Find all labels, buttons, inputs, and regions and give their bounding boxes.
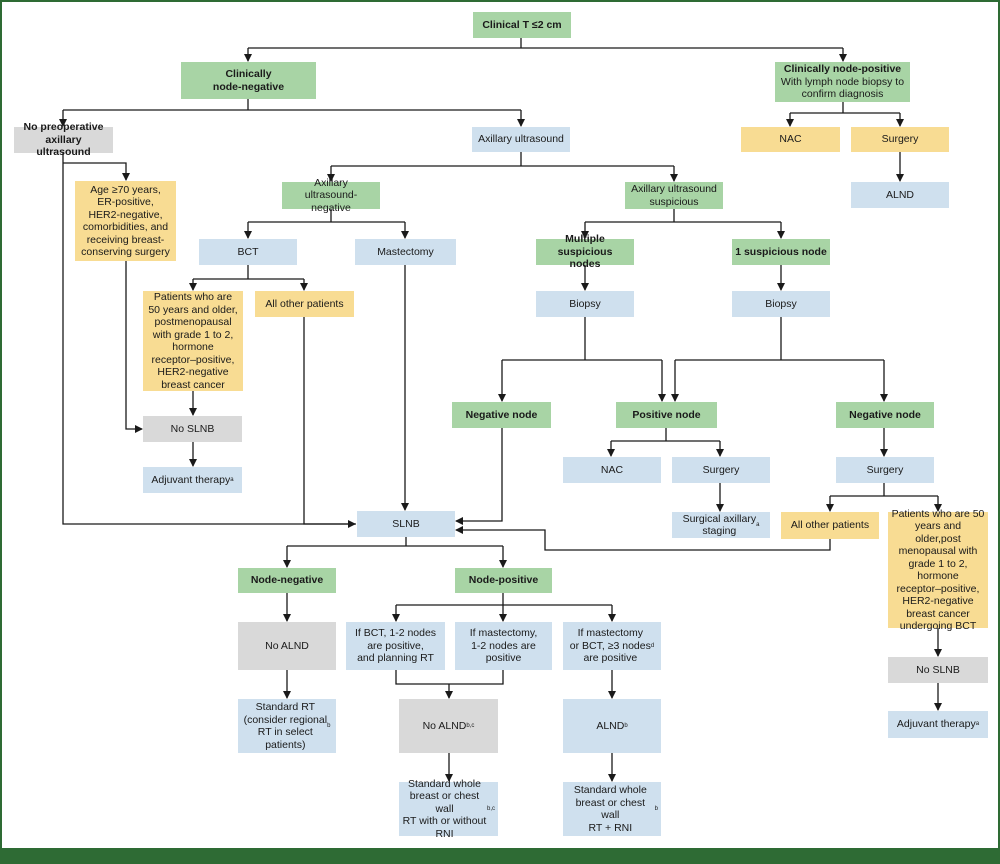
no-alnd-bc-sup: b,c <box>466 722 475 729</box>
adjuvant-therapy-right-sup: a <box>975 721 980 728</box>
no-alnd: No ALND <box>238 622 336 670</box>
patients-50-right: Patients who are 50 years and older,post… <box>888 508 988 632</box>
if-bct-1-2-nodes: If BCT, 1-2 nodes are positive, and plan… <box>346 622 445 670</box>
alnd-top: ALND <box>851 182 949 208</box>
if-mastectomy-1-2-nodes: If mastectomy, 1-2 nodes are positive <box>455 622 552 670</box>
clinically-node-positive: Clinically node-positive With lymph node… <box>775 62 910 102</box>
no-slnb-right: No SLNB <box>888 657 988 683</box>
biopsy-left: Biopsy <box>536 291 634 317</box>
clinically-node-positive-title: Clinically node-positive <box>783 63 902 76</box>
mastectomy-node: Mastectomy <box>355 239 456 265</box>
whole-breast-rt-rni-label: Standard whole breast or chest wall RT +… <box>573 784 647 834</box>
clinically-node-negative: Clinically node-negative <box>181 62 316 99</box>
standard-rt-sup: b <box>327 722 331 729</box>
positive-node: Positive node <box>616 402 717 428</box>
slnb-node: SLNB <box>357 511 455 537</box>
adjuvant-therapy-left-label: Adjuvant therapy <box>151 473 231 486</box>
surgery-right: Surgery <box>836 457 934 483</box>
axillary-ultrasound-suspicious: Axillary ultrasound suspicious <box>625 182 723 209</box>
adjuvant-therapy-right-label: Adjuvant therapy <box>896 718 976 731</box>
node-positive: Node-positive <box>455 568 552 593</box>
axillary-ultrasound-negative: Axillary ultrasound-negative <box>282 177 380 214</box>
connector-arrow <box>62 153 356 528</box>
root-node: Clinical T ≤2 cm <box>473 12 571 38</box>
alnd-b-label: ALND <box>596 719 625 732</box>
bct-node: BCT <box>199 239 297 265</box>
connector-line <box>395 670 504 685</box>
biopsy-right: Biopsy <box>732 291 830 317</box>
negative-node-right: Negative node <box>836 402 934 428</box>
axillary-ultrasound: Axillary ultrasound <box>472 127 570 152</box>
if-3-or-more-nodes-label: If mastectomy or BCT, ≥3 nodes are posit… <box>569 627 651 665</box>
connector-line <box>303 317 356 525</box>
patients-50-left: Patients who are 50 years and older, pos… <box>143 291 243 391</box>
age-70-criteria: Age ≥70 years, ER-positive, HER2-negativ… <box>75 181 176 261</box>
connector-arrow <box>125 261 143 433</box>
connector-arrow <box>455 428 503 525</box>
connector-arrow <box>455 526 831 551</box>
standard-rt-label: Standard RT (consider regional RT in sel… <box>243 701 328 751</box>
surgical-axillary-staging-sup: a <box>756 521 760 528</box>
surgery-top: Surgery <box>851 127 949 152</box>
surgical-axillary-staging-label: Surgical axillary staging <box>682 512 757 538</box>
if-3-or-more-nodes: If mastectomy or BCT, ≥3 nodes are posit… <box>563 622 661 670</box>
connector-arrow <box>63 162 130 181</box>
clinically-node-positive-subtitle: With lymph node biopsy to confirm diagno… <box>780 75 905 101</box>
adjuvant-therapy-left-sup: a <box>230 476 234 483</box>
surgery-mid: Surgery <box>672 457 770 483</box>
multiple-suspicious-nodes: Multiple suspicious nodes <box>536 233 634 270</box>
node-negative: Node-negative <box>238 568 336 593</box>
one-suspicious-node: 1 suspicious node <box>732 239 830 265</box>
all-other-patients-right: All other patients <box>781 512 879 539</box>
nac-top: NAC <box>741 127 840 152</box>
no-alnd-bc-label: No ALND <box>422 719 467 732</box>
negative-node-left: Negative node <box>452 402 551 428</box>
whole-breast-rt-label: Standard whole breast or chest wall RT w… <box>402 777 487 840</box>
nac-mid: NAC <box>563 457 661 483</box>
whole-breast-rt-rni-sup: b <box>654 805 658 812</box>
whole-breast-rt-sup: b,c <box>486 805 495 812</box>
all-other-patients-left: All other patients <box>255 291 354 317</box>
alnd-b-sup: b <box>624 722 628 729</box>
standard-rt: Standard RT (consider regional RT in sel… <box>238 699 336 753</box>
if-3-or-more-nodes-sup: d <box>650 642 655 649</box>
no-preoperative-axillary-ultrasound: No preoperative axillary ultrasound <box>14 121 113 158</box>
whole-breast-rt-plus-rni: Standard whole breast or chest wall RT +… <box>563 782 661 836</box>
whole-breast-rt-with-or-without-rni: Standard whole breast or chest wall RT w… <box>399 778 498 840</box>
no-slnb-left: No SLNB <box>143 416 242 442</box>
footer-bar <box>0 848 1000 864</box>
